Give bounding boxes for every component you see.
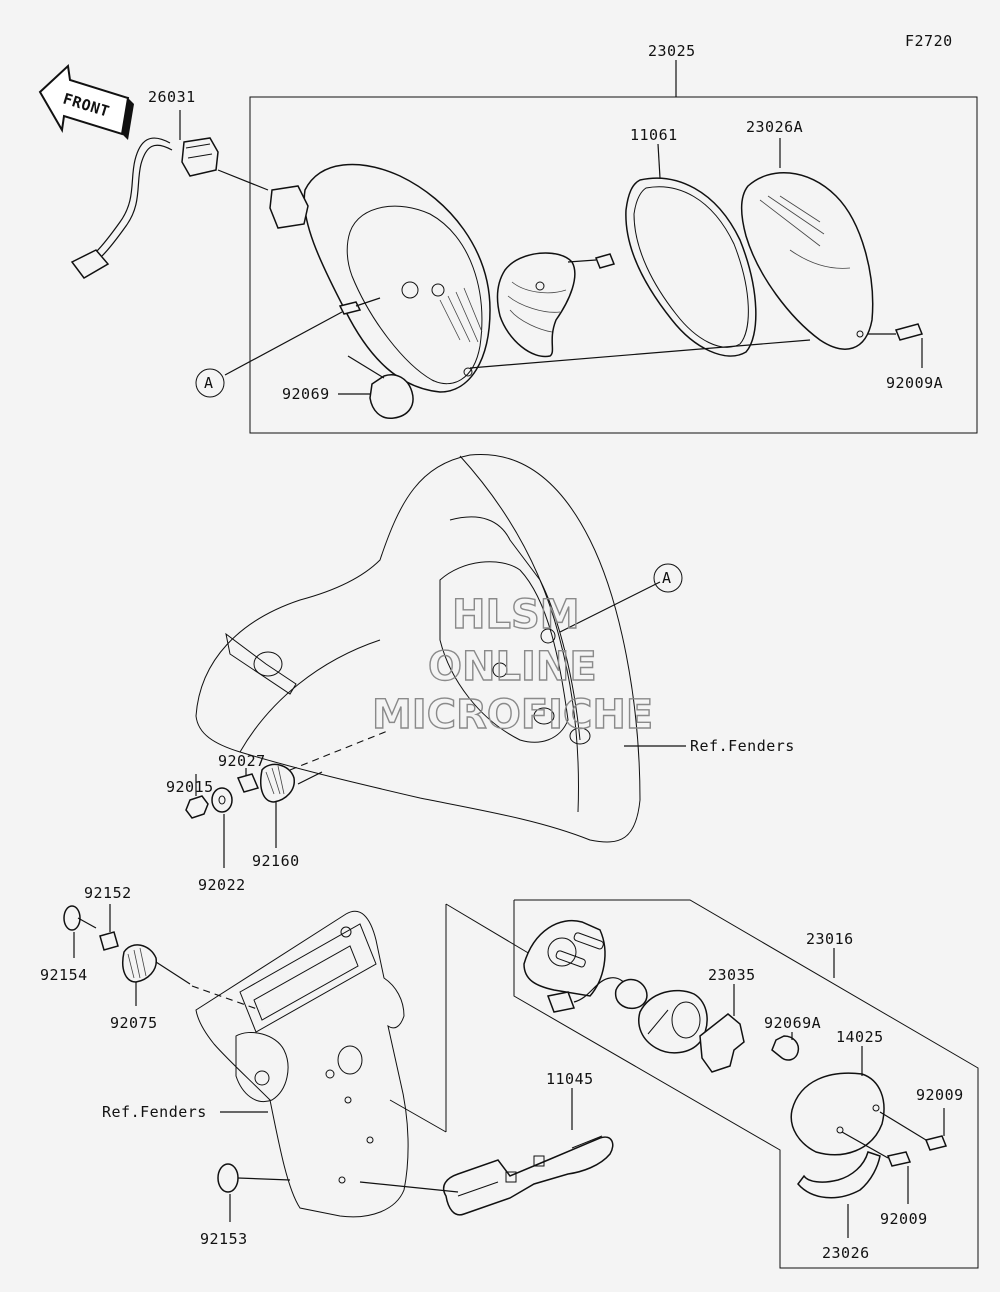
license-light-assembly-group: 23016 23035 92069A <box>389 899 979 1269</box>
label-23026: 23026 <box>822 1244 870 1262</box>
screw-92009A: 92009A <box>868 323 943 392</box>
label-23035: 23035 <box>708 966 756 984</box>
label-92075: 92075 <box>110 1014 158 1032</box>
reflector-unit <box>496 252 576 358</box>
label-92009-right: 92009 <box>916 1086 964 1104</box>
front-arrow-icon: FRONT <box>38 63 134 140</box>
fastener-set-lower: 92154 92152 92075 <box>40 884 191 1032</box>
label-23025: 23025 <box>648 42 696 60</box>
label-92153: 92153 <box>200 1230 248 1248</box>
label-92009-lower: 92009 <box>880 1210 928 1228</box>
housing-socket <box>269 185 309 229</box>
grommet-92075 <box>122 944 157 983</box>
light-base <box>523 920 631 1013</box>
screw-icon <box>567 253 616 269</box>
nut-92015 <box>185 795 209 819</box>
bulb-92069A: 92069A <box>764 1014 821 1061</box>
screw-92009-right: 92009 <box>879 1086 964 1151</box>
fastener-set-upper: 92015 92022 92027 92160 <box>166 752 323 894</box>
label-92154: 92154 <box>40 966 88 984</box>
bracket-11045: 11045 <box>359 1070 614 1216</box>
figure-code: F2720 <box>905 32 953 50</box>
callout-a-top-letter: A <box>204 374 214 392</box>
screw-92153: 92153 <box>200 1163 291 1248</box>
label-14025: 14025 <box>836 1028 884 1046</box>
watermark-line1: HLSM <box>452 592 580 638</box>
label-92152: 92152 <box>84 884 132 902</box>
grommet-92160 <box>260 763 295 803</box>
bulb-92069: 92069 <box>282 355 414 419</box>
clip-23035: 23035 <box>699 966 756 1073</box>
watermark: HLSM ONLINE MICROFICHE <box>371 591 654 738</box>
screw-92009-lower: 92009 <box>841 1131 928 1228</box>
callout-a-fender <box>653 563 683 593</box>
label-26031: 26031 <box>148 88 196 106</box>
label-11045: 11045 <box>546 1070 594 1088</box>
label-23026A: 23026A <box>746 118 803 136</box>
wire-harness-26031: 26031 <box>70 88 269 279</box>
tail-light-assembly-group: 23025 26031 <box>70 42 978 434</box>
cover-23026: 23026 <box>797 1151 881 1262</box>
ref-fenders-bottom: Ref.Fenders <box>102 1103 207 1121</box>
assembly-box <box>249 96 978 434</box>
label-92027: 92027 <box>218 752 266 770</box>
washer-92022 <box>211 787 233 813</box>
label-11061: 11061 <box>630 126 678 144</box>
ref-fenders-top: Ref.Fenders <box>690 737 795 755</box>
label-92069: 92069 <box>282 385 330 403</box>
tail-light-housing <box>269 163 491 393</box>
label-92022: 92022 <box>198 876 246 894</box>
label-92009A: 92009A <box>886 374 943 392</box>
lens-23026A: 23026A <box>741 118 874 350</box>
label-23016: 23016 <box>806 930 854 948</box>
socket-unit <box>614 978 708 1054</box>
watermark-line3: MICROFICHE <box>372 692 653 738</box>
callout-a-top <box>195 368 225 398</box>
lower-fender-reference: Ref.Fenders <box>102 910 409 1218</box>
collar-92152 <box>99 931 119 951</box>
lens-cover-14025: 14025 <box>790 1028 885 1156</box>
rear-fender-reference: A Ref.Fenders <box>195 453 795 843</box>
label-92069A: 92069A <box>764 1014 821 1032</box>
label-92015: 92015 <box>166 778 214 796</box>
collar-92027 <box>236 773 260 793</box>
callout-a-fender-letter: A <box>662 569 672 587</box>
gasket-11061: 11061 <box>625 126 757 357</box>
watermark-line2: ONLINE <box>428 644 597 690</box>
bolt-92154 <box>63 905 81 931</box>
label-92160: 92160 <box>252 852 300 870</box>
assembly-box-23016 <box>513 899 979 1269</box>
